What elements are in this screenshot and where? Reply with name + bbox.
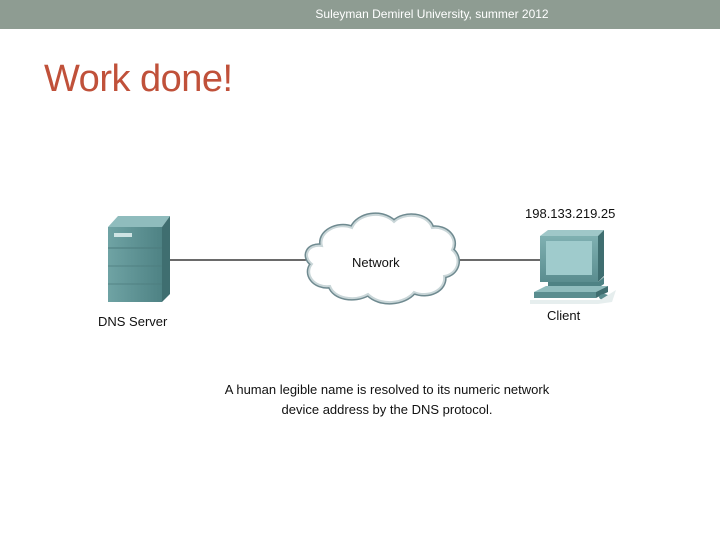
network-label: Network [352,255,400,270]
caption-line-1: A human legible name is resolved to its … [224,382,550,397]
client-ip-label: 198.133.219.25 [525,206,616,221]
header-text: Suleyman Demirel University, summer 2012 [315,7,549,21]
caption-line-2: device address by the DNS protocol. [281,402,493,417]
slide-title: Work done! [44,58,233,100]
server-icon [108,216,170,302]
cloud-icon [304,212,461,305]
desktop-computer-icon [530,230,616,304]
header-bar: Suleyman Demirel University, summer 2012 [0,0,720,29]
client-label: Client [547,308,581,323]
server-label: DNS Server [98,314,168,329]
